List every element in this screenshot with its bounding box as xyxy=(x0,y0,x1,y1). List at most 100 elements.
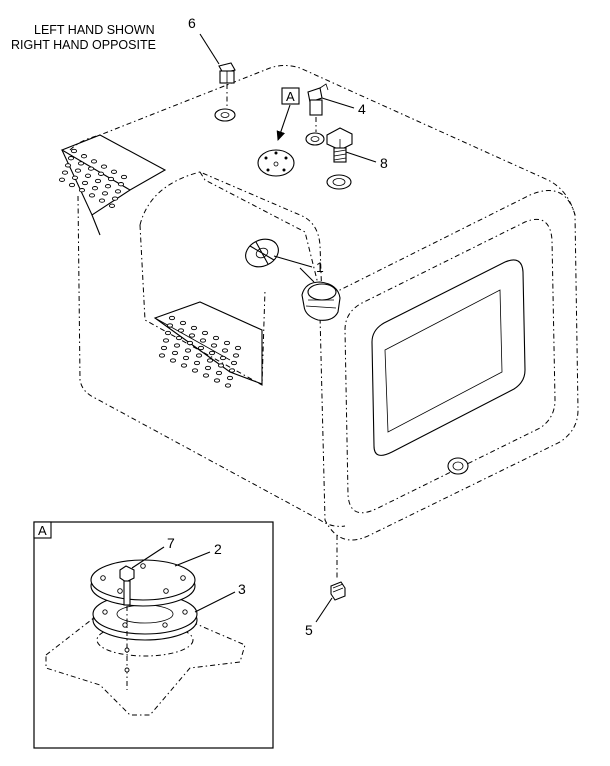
view-ref-arrow xyxy=(276,104,291,142)
upper-step-hole xyxy=(70,148,78,154)
tank-end-face xyxy=(319,190,579,541)
upper-step-hole xyxy=(100,164,108,169)
lower-step-hole xyxy=(169,358,177,363)
lower-step-hole xyxy=(206,358,214,363)
lower-step-hole xyxy=(173,343,181,348)
callout-5: 5 xyxy=(305,622,313,638)
lower-step-hole xyxy=(190,325,198,331)
upper-step-hole xyxy=(90,159,98,164)
lower-step-hole xyxy=(186,340,194,346)
leader-2 xyxy=(174,551,211,567)
part-7-bolt xyxy=(119,565,135,583)
upper-step-hole xyxy=(77,161,85,166)
part-6-bolt xyxy=(214,62,236,122)
part-4-washer xyxy=(305,132,325,146)
tank-end-frame-inner xyxy=(371,259,526,456)
upper-step-hole xyxy=(74,168,82,173)
upper-step-hole xyxy=(110,169,118,174)
upper-step-hole xyxy=(97,171,105,176)
lower-step-hole xyxy=(180,363,188,368)
lower-step-hole xyxy=(171,350,179,356)
upper-step-hole xyxy=(117,182,125,187)
upper-step-hole xyxy=(61,170,69,175)
lower-step-hole xyxy=(191,368,199,373)
tank-left-side xyxy=(77,195,346,527)
lower-step-hole xyxy=(184,348,192,353)
lower-step-hole xyxy=(212,335,220,341)
leader-4 xyxy=(321,97,355,109)
lower-step-hole xyxy=(208,350,216,356)
callout-2: 2 xyxy=(214,541,222,557)
upper-step-hole xyxy=(104,184,112,189)
upper-step-hole xyxy=(81,180,89,186)
lower-step-hole xyxy=(213,378,221,383)
lower-step-hole xyxy=(164,330,172,336)
upper-step-hole xyxy=(101,191,109,196)
leader-5 xyxy=(315,597,333,623)
lower-step-hole xyxy=(224,383,232,388)
upper-step-hole xyxy=(58,177,66,182)
leader-6 xyxy=(199,33,220,65)
leader-1 xyxy=(273,255,313,268)
upper-step-hole xyxy=(68,182,76,188)
upper-step-hole xyxy=(98,198,106,203)
lower-step-hole xyxy=(166,323,174,328)
detail-a-view: A 7 2 3 xyxy=(33,521,274,749)
note-line-1: LEFT HAND SHOWN xyxy=(34,23,155,37)
leader-7 xyxy=(131,546,165,569)
fuel-tank xyxy=(58,65,579,541)
part-6-washer xyxy=(214,108,236,122)
callout-6: 6 xyxy=(188,15,196,31)
lower-step-hole xyxy=(204,365,212,371)
lower-step-hole xyxy=(201,330,209,336)
lower-step-hole xyxy=(160,345,168,351)
lower-step-hole xyxy=(199,338,207,343)
lower-step-hole xyxy=(195,353,203,358)
tank-top-edge xyxy=(69,65,576,216)
part-a-cover-plate xyxy=(257,149,295,177)
upper-step-hole xyxy=(71,175,79,180)
lower-step-hole xyxy=(210,343,218,348)
callout-8: 8 xyxy=(380,155,388,171)
upper-step-hole xyxy=(107,176,115,182)
lower-step-hole xyxy=(175,335,183,341)
upper-step-hole xyxy=(88,193,96,198)
tank-end-frame-outer xyxy=(344,218,556,514)
lower-step-hole xyxy=(202,373,210,378)
lower-step-hole xyxy=(168,315,176,321)
view-ref-box xyxy=(281,87,300,105)
part-8-washer xyxy=(326,174,352,190)
part-4-vent-fitting xyxy=(305,83,329,146)
lower-step-hole xyxy=(215,370,223,376)
lower-step-hole xyxy=(193,360,201,366)
note-line-2: RIGHT HAND OPPOSITE xyxy=(11,38,156,52)
lower-step-hole xyxy=(188,333,196,338)
lower-step-hole xyxy=(182,355,190,361)
callouts: 6 4 8 1 5 xyxy=(188,15,388,638)
lower-step-hole xyxy=(158,353,166,358)
lower-step-hole xyxy=(217,363,225,368)
tank-end-window xyxy=(384,289,503,433)
lower-step-hole xyxy=(234,345,242,351)
upper-step-hole xyxy=(87,166,95,171)
detail-a-label: A xyxy=(38,523,47,538)
callout-3: 3 xyxy=(238,581,246,597)
upper-step-hole xyxy=(120,174,128,180)
lower-step-hole xyxy=(226,375,234,381)
lower-step-hole xyxy=(162,338,170,343)
upper-step xyxy=(58,134,167,236)
leader-8 xyxy=(345,151,377,163)
part-5-drain-plug xyxy=(330,535,346,601)
callout-7: 7 xyxy=(167,535,175,551)
upper-step-hole xyxy=(67,156,75,161)
lower-step-hole xyxy=(223,340,231,346)
upper-step-hole xyxy=(91,186,99,191)
step-cutout-arch xyxy=(139,171,323,301)
upper-step-hole xyxy=(80,154,88,159)
part-1-fuel-cap xyxy=(245,238,341,321)
upper-step-hole xyxy=(64,163,72,168)
lower-step-hole xyxy=(221,348,229,353)
upper-step-hole xyxy=(111,196,119,201)
